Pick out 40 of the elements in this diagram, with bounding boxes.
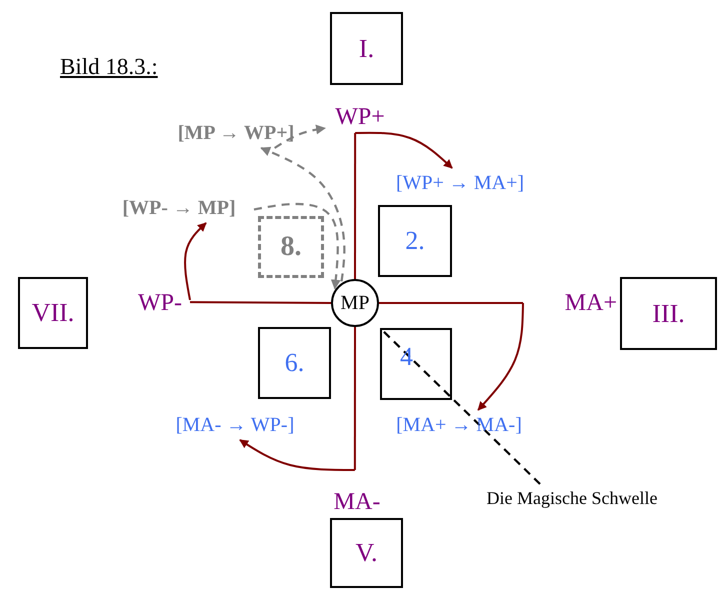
dashed-arrow: [274, 124, 326, 149]
figure-title: Bild 18.3.:: [60, 54, 158, 80]
text-label: MA+: [523, 287, 617, 319]
numeral-box: [620, 277, 717, 350]
box-label: V.: [356, 538, 378, 568]
dashed-arrow: [260, 146, 346, 282]
box-label: 4: [400, 342, 413, 372]
connector-line: [190, 301, 331, 304]
circle-label: MP: [340, 292, 370, 314]
curved-arrow: [239, 439, 355, 471]
box-label: 2.: [405, 226, 425, 256]
text-label: [MA- → WP-]: [152, 410, 318, 440]
numeral-box: [330, 518, 403, 588]
curved-arrow: [355, 132, 453, 169]
text-label: MA-: [322, 470, 392, 516]
dashed-box: [258, 216, 324, 278]
box-label: 6.: [284, 348, 304, 378]
text-label: Die Magische Schwelle: [443, 484, 701, 512]
numeral-box: [380, 328, 452, 400]
text-label: WP-: [130, 288, 190, 318]
numeral-box: [258, 327, 331, 399]
text-label: [WP+ → MA+]: [372, 168, 548, 198]
text-label: WP+: [325, 101, 395, 133]
curved-arrow: [184, 222, 207, 300]
dashed-arrow: [254, 202, 341, 290]
numeral-box: [18, 277, 88, 349]
connector-line: [379, 302, 523, 304]
connector-line: [354, 133, 356, 279]
numeral-box: [378, 205, 452, 277]
text-label: [MA+ → MA-]: [372, 410, 546, 440]
circle-node: [331, 279, 379, 327]
box-label: I.: [358, 34, 374, 64]
text-label: [MP → WP+]: [152, 118, 320, 148]
connector-line: [354, 327, 356, 470]
box-label: 8.: [280, 231, 302, 263]
curved-arrow: [477, 302, 524, 411]
box-label: VII.: [32, 298, 74, 328]
box-label: III.: [652, 298, 685, 328]
text-label: [WP- → MP]: [104, 193, 254, 223]
numeral-box: [330, 12, 403, 85]
